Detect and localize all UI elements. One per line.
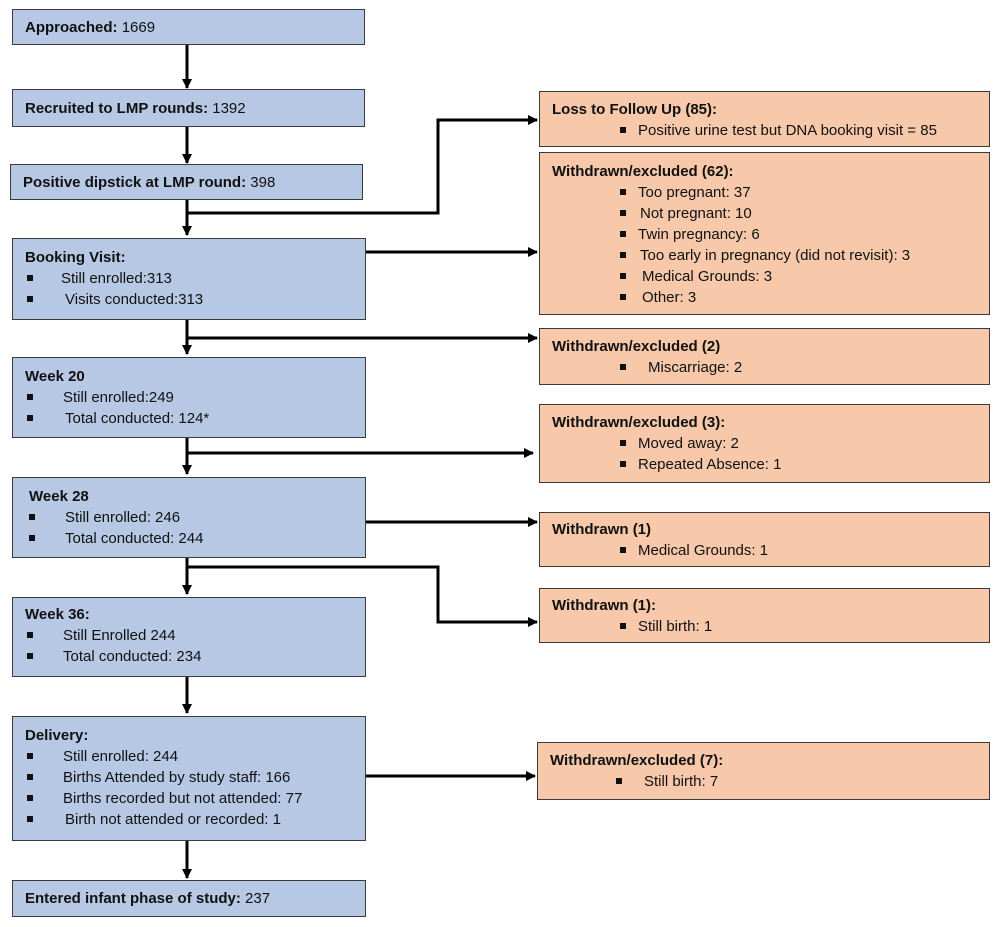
week36-box: Week 36: Still Enrolled 244 Total conduc… — [12, 597, 366, 677]
delivery-box: Delivery: Still enrolled: 244 Births Att… — [12, 716, 366, 841]
bullet-icon — [27, 653, 33, 659]
loss-follow-up-title: Loss to Follow Up (85): — [552, 101, 717, 118]
list-item: Medical Grounds: 1 — [552, 540, 977, 561]
list-item: Medical Grounds: 3 — [552, 266, 977, 287]
infant-phase-box: Entered infant phase of study: 237 — [12, 880, 366, 917]
withdrawn-2-title: Withdrawn/excluded (2) — [552, 338, 721, 355]
list-item: Miscarriage: 2 — [552, 357, 977, 378]
withdrawn-2-box: Withdrawn/excluded (2) Miscarriage: 2 — [539, 328, 990, 385]
approached-label: Approached: — [25, 18, 118, 36]
loss-follow-up-box: Loss to Follow Up (85): Positive urine t… — [539, 91, 990, 147]
list-item: Still enrolled:249 — [25, 387, 353, 408]
withdrawn-3-title: Withdrawn/excluded (3): — [552, 414, 726, 431]
bullet-icon — [620, 547, 626, 553]
list-item: Moved away: 2 — [552, 433, 977, 454]
list-item: Still enrolled: 244 — [25, 746, 353, 767]
withdrawn-1-stillbirth-title: Withdrawn (1): — [552, 597, 657, 614]
week28-box: Week 28 Still enrolled: 246 Total conduc… — [12, 477, 366, 558]
list-item: Too pregnant: 37 — [552, 182, 977, 203]
week20-box: Week 20 Still enrolled:249 Total conduct… — [12, 357, 366, 438]
bullet-icon — [620, 440, 626, 446]
bullet-icon — [27, 753, 33, 759]
withdrawn-1-medical-box: Withdrawn (1) Medical Grounds: 1 — [539, 512, 990, 567]
approached-value: 1669 — [121, 18, 156, 36]
bullet-icon — [27, 795, 33, 801]
positive-dipstick-box: Positive dipstick at LMP round: 398 — [10, 164, 363, 200]
bullet-icon — [620, 127, 626, 133]
bullet-icon — [620, 210, 626, 216]
bullet-icon — [27, 415, 33, 421]
withdrawn-7-title: Withdrawn/excluded (7): — [550, 752, 724, 769]
bullet-icon — [620, 231, 626, 237]
positive-dipstick-value: 398 — [250, 173, 276, 191]
withdrawn-62-title: Withdrawn/excluded (62): — [552, 163, 734, 180]
booking-visit-title: Booking Visit: — [25, 249, 126, 266]
bullet-icon — [27, 774, 33, 780]
infant-phase-label: Entered infant phase of study: — [25, 890, 241, 907]
list-item: Still enrolled:313 — [25, 268, 353, 289]
week36-title: Week 36: — [25, 606, 90, 623]
bullet-icon — [27, 816, 33, 822]
bullet-icon — [620, 294, 626, 300]
bullet-icon — [27, 275, 33, 281]
list-item: Births Attended by study staff: 166 — [25, 767, 353, 788]
infant-phase-value: 237 — [245, 890, 271, 907]
approached-box: Approached: 1669 — [12, 9, 365, 45]
list-item: Twin pregnancy: 6 — [552, 224, 977, 245]
list-item: Not pregnant: 10 — [552, 203, 977, 224]
withdrawn-7-box: Withdrawn/excluded (7): Still birth: 7 — [537, 742, 990, 800]
bullet-icon — [27, 296, 33, 302]
positive-dipstick-label: Positive dipstick at LMP round: — [23, 173, 247, 191]
bullet-icon — [620, 189, 626, 195]
bullet-icon — [620, 623, 626, 629]
recruited-value: 1392 — [212, 99, 246, 117]
list-item: Repeated Absence: 1 — [552, 454, 977, 475]
bullet-icon — [27, 632, 33, 638]
list-item: Births recorded but not attended: 77 — [25, 788, 353, 809]
withdrawn-1-stillbirth-box: Withdrawn (1): Still birth: 1 — [539, 588, 990, 643]
bullet-icon — [27, 394, 33, 400]
bullet-icon — [616, 778, 622, 784]
week20-title: Week 20 — [25, 368, 85, 385]
delivery-title: Delivery: — [25, 727, 89, 744]
list-item: Still enrolled: 246 — [29, 507, 353, 528]
list-item: Other: 3 — [552, 287, 977, 308]
arrow-to-loss-follow-up — [187, 115, 538, 215]
withdrawn-1-medical-title: Withdrawn (1) — [552, 521, 652, 538]
bullet-icon — [620, 461, 626, 467]
bullet-icon — [620, 252, 626, 258]
recruited-label: Recruited to LMP rounds: — [25, 99, 209, 117]
withdrawn-62-box: Withdrawn/excluded (62): Too pregnant: 3… — [539, 152, 990, 315]
withdrawn-3-box: Withdrawn/excluded (3): Moved away: 2 Re… — [539, 404, 990, 483]
list-item: Visits conducted:313 — [25, 289, 353, 310]
list-item: Still birth: 7 — [550, 771, 977, 792]
recruited-box: Recruited to LMP rounds: 1392 — [12, 89, 365, 127]
booking-visit-box: Booking Visit: Still enrolled:313 Visits… — [12, 238, 366, 320]
bullet-icon — [29, 514, 35, 520]
week28-title: Week 28 — [29, 488, 89, 505]
list-item: Total conducted: 234 — [25, 646, 353, 667]
arrow-to-withdrawn1-stillbirth — [187, 565, 538, 627]
list-item: Total conducted: 244 — [29, 528, 353, 549]
list-item: Total conducted: 124* — [25, 408, 353, 429]
bullet-icon — [29, 535, 35, 541]
bullet-icon — [620, 273, 626, 279]
list-item: Too early in pregnancy (did not revisit)… — [552, 245, 977, 266]
list-item: Positive urine test but DNA booking visi… — [552, 120, 977, 141]
list-item: Birth not attended or recorded: 1 — [25, 809, 353, 830]
list-item: Still Enrolled 244 — [25, 625, 353, 646]
bullet-icon — [620, 364, 626, 370]
list-item: Still birth: 1 — [552, 616, 977, 637]
